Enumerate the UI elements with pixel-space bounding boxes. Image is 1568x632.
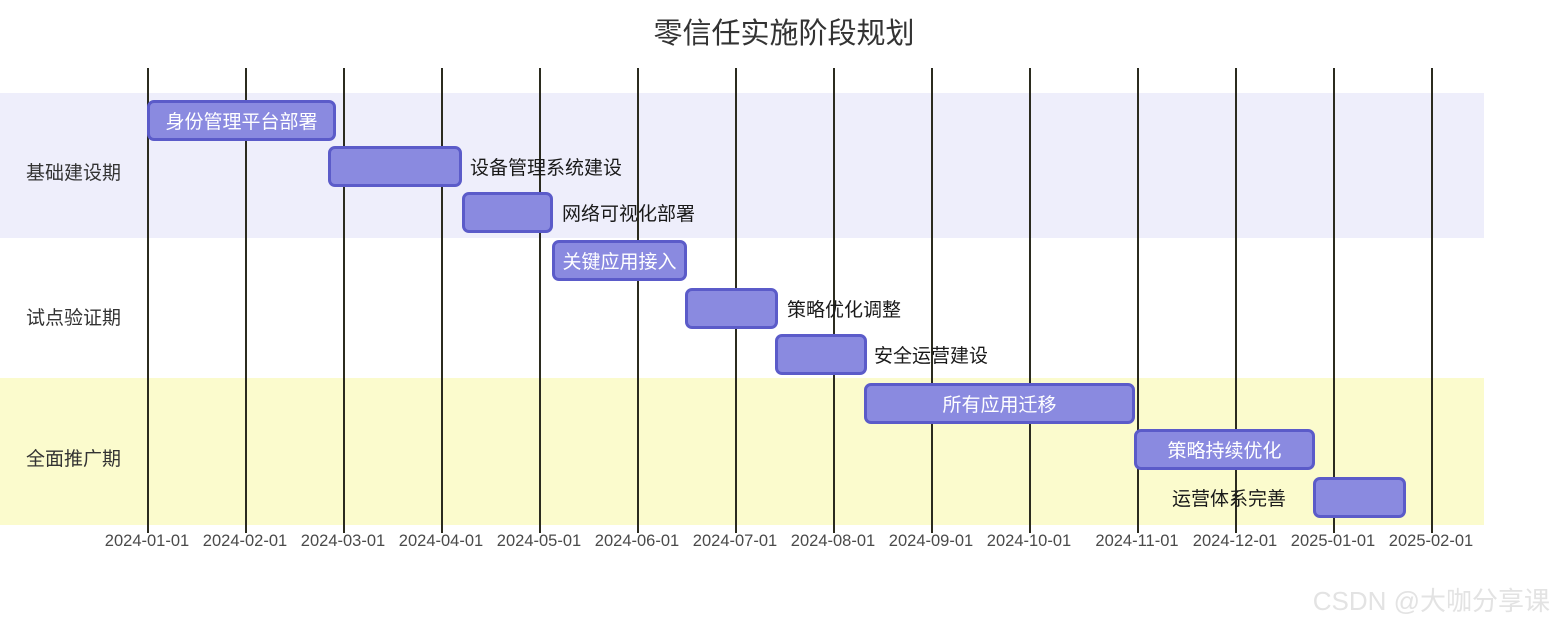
task-bar[interactable] [462,192,553,233]
grid-line [1431,68,1433,533]
task-bar[interactable] [775,334,867,375]
task-bar[interactable] [685,288,778,329]
task-bar[interactable]: 身份管理平台部署 [147,100,336,141]
axis-tick-label: 2024-06-01 [594,532,680,550]
task-bar[interactable] [1313,477,1406,518]
watermark: CSDN @大咖分享课 [1312,586,1550,616]
grid-line [637,68,639,533]
grid-line [931,68,933,533]
axis-tick-label: 2024-03-01 [300,532,386,550]
grid-line [539,68,541,533]
task-label: 关键应用接入 [562,252,677,273]
task-label: 网络可视化部署 [562,204,696,225]
task-label: 所有应用迁移 [942,395,1057,416]
grid-line [1137,68,1139,533]
task-bar[interactable]: 策略持续优化 [1134,429,1315,470]
grid-line [441,68,443,533]
axis-tick-label: 2024-05-01 [496,532,582,550]
section-label-1: 基础建设期 [25,163,121,184]
section-label-3: 全面推广期 [25,449,121,470]
task-bar[interactable]: 所有应用迁移 [864,383,1135,424]
task-label: 身份管理平台部署 [165,112,318,133]
grid-line [147,68,149,533]
axis-tick-label: 2024-02-01 [202,532,288,550]
page-title: 零信任实施阶段规划 [653,18,915,50]
axis-tick-label: 2024-01-01 [104,532,190,550]
grid-line [1235,68,1237,533]
axis-tick-label: 2024-07-01 [692,532,778,550]
task-label: 策略优化调整 [787,300,902,321]
grid-line [1333,68,1335,533]
task-bar[interactable]: 关键应用接入 [552,240,687,281]
axis-tick-label: 2024-08-01 [790,532,876,550]
task-bar[interactable] [328,146,462,187]
task-label: 安全运营建设 [874,346,989,367]
axis-tick-label: 2025-02-01 [1388,532,1474,550]
grid-line [343,68,345,533]
task-label: 运营体系完善 [1172,489,1287,510]
grid-line [833,68,835,533]
task-label: 设备管理系统建设 [470,158,623,179]
axis-tick-label: 2024-09-01 [888,532,974,550]
task-label: 策略持续优化 [1167,441,1282,462]
axis-tick-label: 2025-01-01 [1290,532,1376,550]
section-label-2: 试点验证期 [25,308,121,329]
axis-tick-label: 2024-04-01 [398,532,484,550]
grid-line [245,68,247,533]
axis-tick-label: 2024-11-01 [1095,532,1179,550]
grid-line [1029,68,1031,533]
axis-tick-label: 2024-12-01 [1192,532,1278,550]
axis-tick-label: 2024-10-01 [986,532,1072,550]
